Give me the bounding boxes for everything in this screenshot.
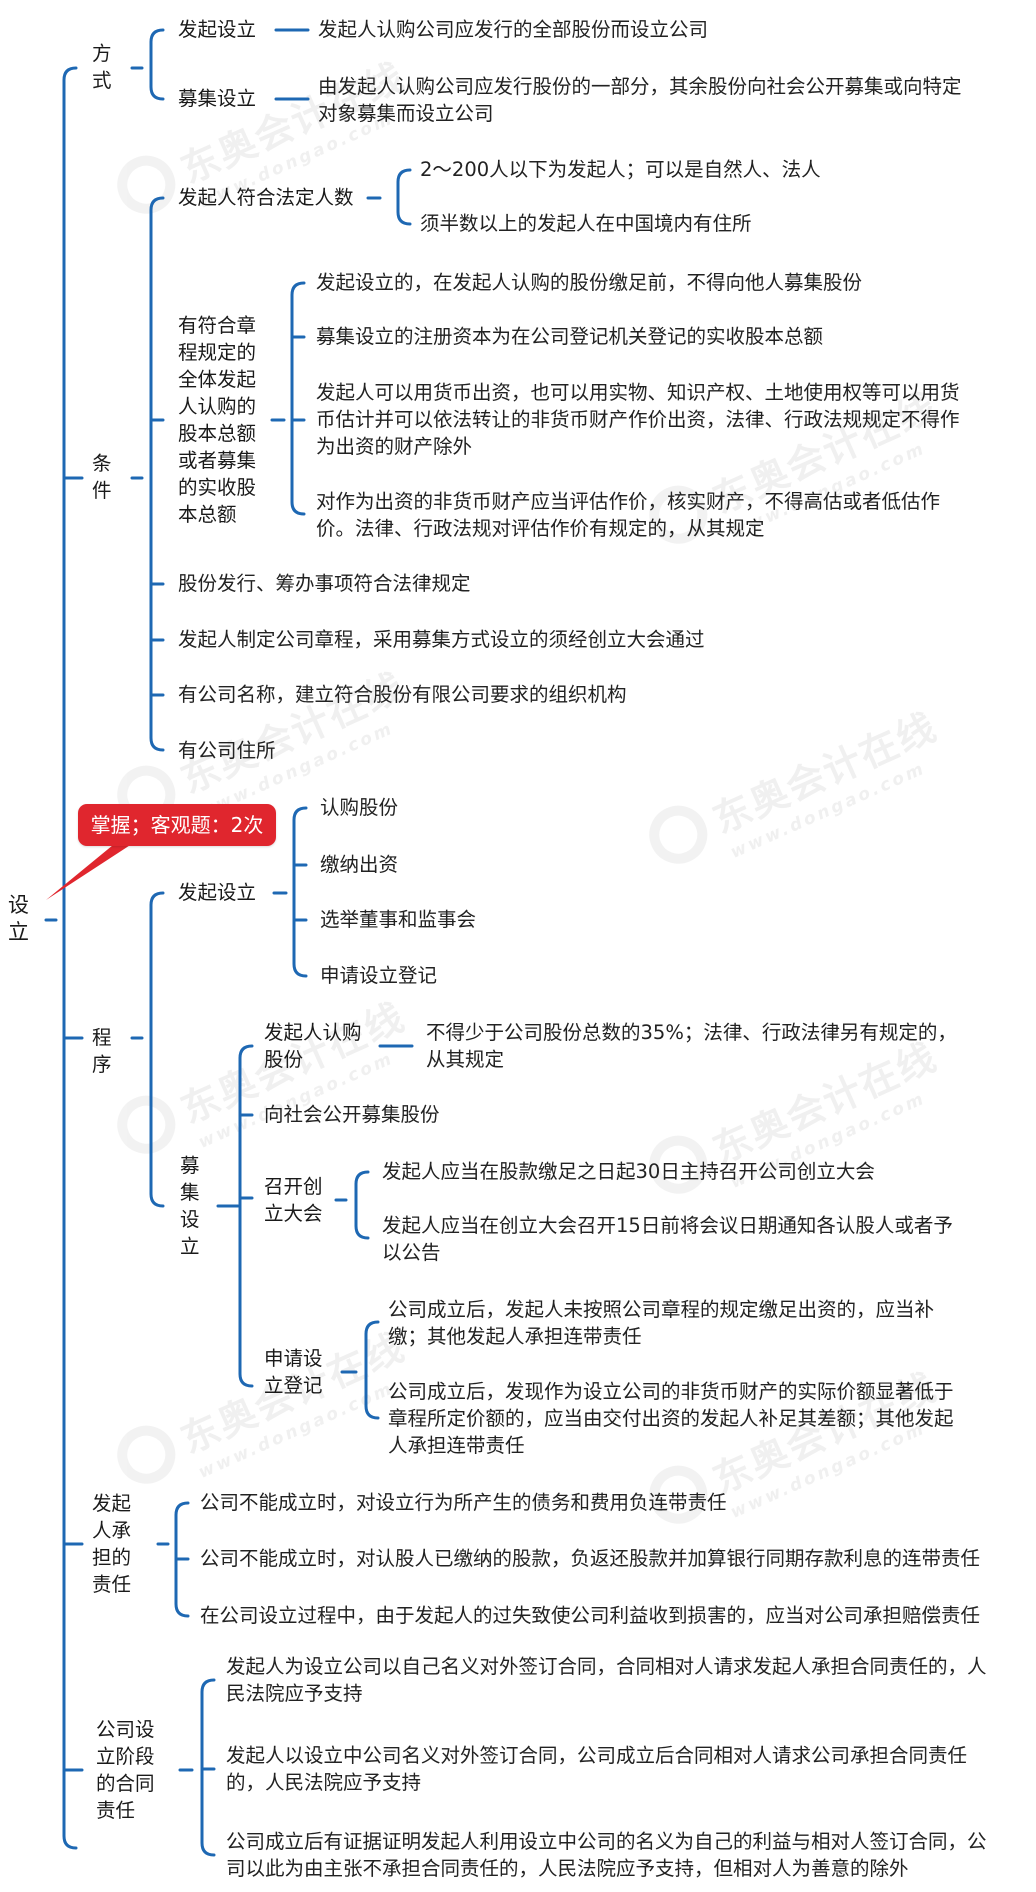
- contract-item: 发起人以设立中公司名义对外签订合同，公司成立后合同相对人请求公司承担合同责任 的…: [226, 1744, 968, 1794]
- conditions-topic: 条 件: [92, 452, 112, 502]
- connector: [364, 1320, 380, 1420]
- method-raising-label: 募集设立: [178, 87, 257, 110]
- liability-item: 公司不能成立时，对认股人已缴纳的股款，负返还股款并加算银行同期存款利息的连带责任: [200, 1547, 981, 1570]
- method-promotion-label: 发起设立: [178, 18, 257, 41]
- root-topic: 设 立: [8, 893, 29, 944]
- conditions-other-item: 发起人制定公司章程，采用募集方式设立的须经创立大会通过: [178, 628, 705, 651]
- contract-item: 发起人为设立公司以自己名义对外签订合同，合同相对人请求发起人承担合同责任的，人 …: [226, 1655, 987, 1705]
- procedure-promotion-item: 申请设立登记: [320, 964, 438, 987]
- liability-topic: 发起 人承 担的 责任: [92, 1492, 132, 1596]
- conditions-capital-item: 发起人可以用货币出资，也可以用实物、知识产权、土地使用权等可以用货 币估计并可以…: [316, 381, 960, 458]
- connector: [62, 66, 78, 1850]
- procedure-assembly-item: 发起人应当在股款缴足之日起30日主持召开公司创立大会: [382, 1160, 875, 1183]
- conditions-other-item: 有公司住所: [178, 739, 276, 762]
- procedure-raising-label: 募 集 设 立: [180, 1154, 200, 1258]
- conditions-promoters-item: 2～200人以下为发起人；可以是自然人、法人: [420, 158, 821, 181]
- connector: [292, 806, 308, 978]
- connector: [238, 1044, 254, 1388]
- procedure-promotion-item: 缴纳出资: [320, 853, 399, 876]
- procedure-registration-item: 公司成立后，发起人未按照公司章程的规定缴足出资的，应当补 缴；其他发起人承担连带…: [388, 1298, 935, 1348]
- procedure-promotion-item: 选举董事和监事会: [320, 908, 477, 931]
- conditions-capital-item: 募集设立的注册资本为在公司登记机关登记的实收股本总额: [316, 325, 824, 348]
- connector: [149, 28, 165, 101]
- conditions-other-item: 股份发行、筹办事项符合法律规定: [178, 572, 471, 595]
- procedure-promotion-label: 发起设立: [178, 881, 257, 904]
- procedure-registration-item: 公司成立后，发现作为设立公司的非货币财产的实际价额显著低于 章程所定价额的，应当…: [388, 1380, 954, 1457]
- method-promotion-desc: 发起人认购公司应发行的全部股份而设立公司: [318, 18, 709, 41]
- procedure-assembly-label: 召开创 立大会: [264, 1175, 323, 1225]
- conditions-promoters-label: 发起人符合法定人数: [178, 186, 354, 209]
- procedure-topic: 程 序: [92, 1026, 112, 1076]
- procedure-subscribe-label: 发起人认购 股份: [264, 1021, 362, 1071]
- conditions-capital-label: 有符合章 程规定的 全体发起 人认购的 股本总额 或者募集 的实收股 本总额: [178, 314, 257, 526]
- conditions-other-item: 有公司名称，建立符合股份有限公司要求的组织机构: [178, 683, 627, 706]
- contract-topic: 公司设 立阶段 的合同 责任: [96, 1718, 155, 1822]
- procedure-promotion-item: 认购股份: [320, 796, 399, 819]
- conditions-capital-item: 对作为出资的非货币财产应当评估作价，核实财产，不得高估或者低估作 价。法律、行政…: [316, 490, 941, 540]
- conditions-capital-item: 发起设立的，在发起人认购的股份缴足前，不得向他人募集股份: [316, 271, 863, 294]
- procedure-public-offer: 向社会公开募集股份: [264, 1103, 440, 1126]
- procedure-registration-label: 申请设 立登记: [264, 1347, 323, 1397]
- method-raising-desc: 由发起人认购公司应发行股份的一部分，其余股份向社会公开募集或向特定 对象募集而设…: [318, 75, 962, 125]
- connector: [290, 281, 306, 516]
- connector: [149, 891, 165, 1208]
- liability-item: 公司不能成立时，对设立行为所产生的债务和费用负连带责任: [200, 1491, 727, 1514]
- procedure-assembly-item: 发起人应当在创立大会召开15日前将会议日期通知各认股人或者予 以公告: [382, 1214, 953, 1264]
- connector: [149, 196, 165, 752]
- procedure-subscribe-desc: 不得少于公司股份总数的35%；法律、行政法律另有规定的， 从其规定: [426, 1021, 957, 1071]
- badge-pointer: [46, 836, 144, 900]
- liability-item: 在公司设立过程中，由于发起人的过失致使公司利益收到损害的，应当对公司承担赔偿责任: [200, 1604, 981, 1627]
- connector: [354, 1170, 370, 1240]
- contract-item: 公司成立后有证据证明发起人利用设立中公司的名义为自己的利益与相对人签订合同，公 …: [226, 1830, 987, 1880]
- method-topic: 方 式: [92, 42, 112, 92]
- mastery-badge: 掌握；客观题：2次: [78, 804, 276, 846]
- conditions-promoters-item: 须半数以上的发起人在中国境内有住所: [420, 212, 752, 235]
- connector: [396, 168, 412, 226]
